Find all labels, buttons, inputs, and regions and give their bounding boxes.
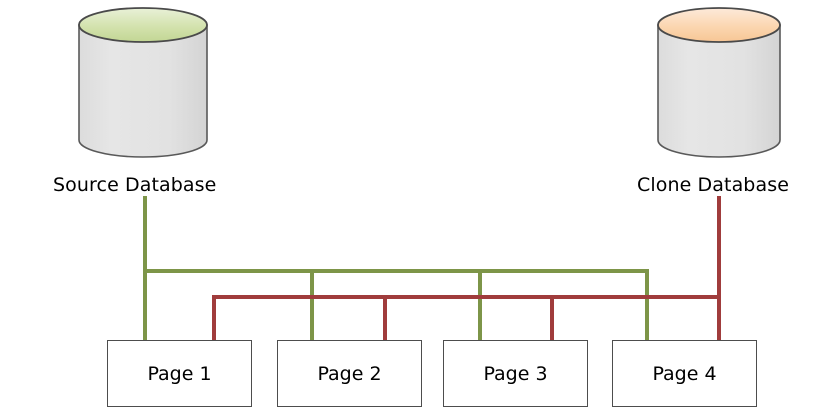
clone-database-label: Clone Database: [637, 174, 789, 196]
page-box-3[interactable]: Page 3: [443, 340, 588, 407]
page-box-4[interactable]: Page 4: [612, 340, 757, 407]
page-box-1-label: Page 1: [147, 362, 212, 385]
page-box-1[interactable]: Page 1: [107, 340, 252, 407]
clone-database-page-links: [212, 196, 721, 341]
source-database-label: Source Database: [53, 174, 217, 196]
page-box-2-label: Page 2: [317, 362, 382, 385]
source-database-page-links: [143, 196, 649, 341]
page-box-4-label: Page 4: [652, 362, 717, 385]
page-box-2[interactable]: Page 2: [277, 340, 422, 407]
source-database-cylinder-icon: [78, 7, 208, 158]
clone-database-cylinder-icon: [657, 7, 781, 158]
page-box-3-label: Page 3: [483, 362, 548, 385]
